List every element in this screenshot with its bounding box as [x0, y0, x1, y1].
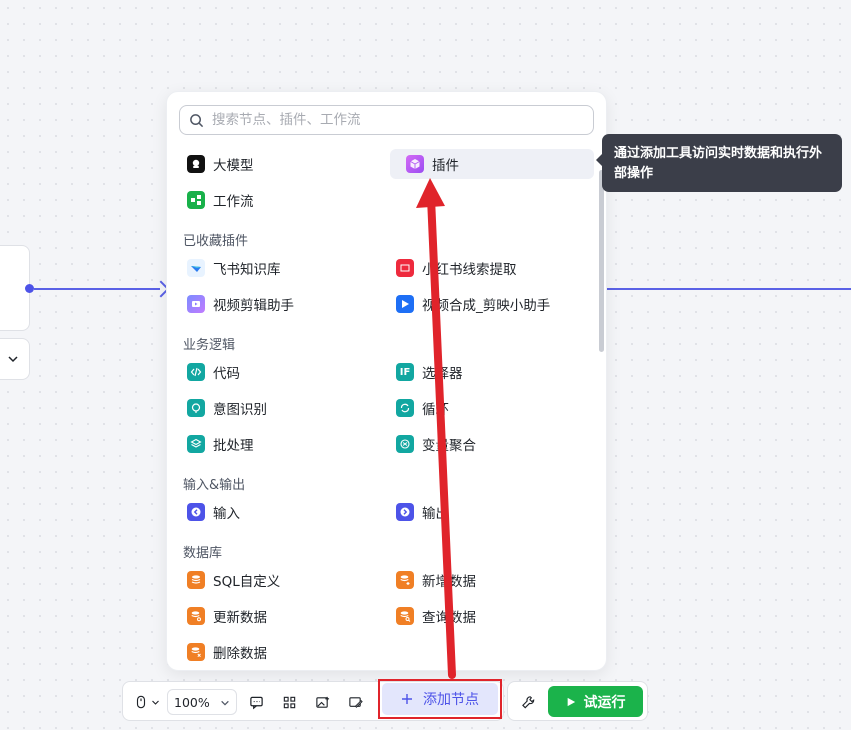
jianying-icon — [396, 295, 414, 313]
plugin-tooltip: 通过添加工具访问实时数据和执行外部操作 — [596, 134, 842, 192]
run-toolbar: 试运行 — [507, 681, 648, 721]
scrollbar[interactable] — [599, 170, 604, 352]
db-update-icon — [187, 607, 205, 625]
node-item-output[interactable]: 输出 — [380, 497, 590, 527]
plus-icon — [402, 694, 412, 704]
add-node-label: 添加节点 — [423, 692, 479, 708]
code-icon — [187, 363, 205, 381]
wrench-icon — [521, 695, 534, 708]
intent-icon — [187, 399, 205, 417]
search-input[interactable] — [212, 112, 582, 128]
plugin-cube-icon — [406, 155, 424, 173]
node-item-label: 循环 — [422, 402, 449, 418]
if-icon: IF — [396, 363, 414, 381]
node-item-loop[interactable]: 循环 — [380, 393, 590, 423]
node-item-label: 大模型 — [213, 158, 254, 174]
node-item-label: 工作流 — [213, 194, 254, 210]
node-item-label: 更新数据 — [213, 610, 267, 626]
interaction-mode-button[interactable] — [131, 693, 163, 711]
node-item-label: 飞书知识库 — [213, 262, 281, 278]
video-edit-icon — [187, 295, 205, 313]
node-item-label: 视频合成_剪映小助手 — [422, 298, 551, 314]
batch-icon — [187, 435, 205, 453]
grid-layout-icon — [283, 696, 295, 708]
node-item-db-update[interactable]: 更新数据 — [171, 601, 371, 631]
node-item-db-delete[interactable]: 删除数据 — [171, 637, 371, 667]
add-node-highlight: 添加节点 — [378, 679, 502, 719]
node-item-code[interactable]: 代码 — [171, 357, 371, 387]
node-item-label: 输入 — [213, 506, 240, 522]
input-icon — [187, 503, 205, 521]
db-query-icon — [396, 607, 414, 625]
search-box[interactable] — [179, 105, 594, 135]
db-add-icon — [396, 571, 414, 589]
section-title-favorites: 已收藏插件 — [183, 234, 249, 249]
db-delete-icon — [187, 643, 205, 661]
llm-icon — [187, 155, 205, 173]
node-item-label: 代码 — [213, 366, 240, 382]
settings-button[interactable] — [517, 692, 539, 712]
chevron-down-icon — [152, 700, 159, 705]
node-item-feishu[interactable]: 飞书知识库 — [171, 253, 371, 283]
mouse-icon — [136, 695, 146, 709]
node-item-label: 新增数据 — [422, 574, 476, 590]
add-node-panel: 大模型 插件 工作流 已收藏插件 飞书知识库 小红书线索提取 视频剪辑助手 — [166, 91, 607, 671]
node-item-label: 选择器 — [422, 366, 463, 382]
node-item-workflow[interactable]: 工作流 — [171, 185, 371, 215]
node-item-label: 输出 — [422, 506, 449, 522]
node-item-db-add[interactable]: 新增数据 — [380, 565, 590, 595]
node-item-label: 小红书线索提取 — [422, 262, 517, 278]
chevron-down-icon — [8, 356, 18, 363]
node-item-label: 插件 — [432, 158, 459, 174]
sql-icon — [187, 571, 205, 589]
node-item-sql[interactable]: SQL自定义 — [171, 565, 371, 595]
search-icon — [190, 113, 204, 127]
node-item-jianying[interactable]: 视频合成_剪映小助手 — [380, 289, 590, 319]
node-item-variable-merge[interactable]: 变量聚合 — [380, 429, 590, 459]
loop-icon — [396, 399, 414, 417]
play-icon — [567, 697, 575, 706]
output-icon — [396, 503, 414, 521]
node-dropdown[interactable] — [0, 338, 30, 380]
node-item-video-edit[interactable]: 视频剪辑助手 — [171, 289, 371, 319]
node-item-label: 查询数据 — [422, 610, 476, 626]
test-run-button[interactable]: 试运行 — [548, 686, 643, 717]
zoom-select[interactable]: 100% — [167, 689, 237, 715]
node-output-port[interactable] — [25, 284, 34, 293]
node-item-db-query[interactable]: 查询数据 — [380, 601, 590, 631]
section-title-logic: 业务逻辑 — [183, 338, 236, 353]
add-node-button[interactable]: 添加节点 — [382, 683, 498, 715]
node-item-input[interactable]: 输入 — [171, 497, 371, 527]
layout-button[interactable] — [278, 692, 300, 712]
node-item-intent[interactable]: 意图识别 — [171, 393, 371, 423]
connection-edge — [34, 288, 160, 290]
node-item-label: 删除数据 — [213, 646, 267, 662]
comment-button[interactable] — [245, 692, 267, 712]
xiaohongshu-icon — [396, 259, 414, 277]
chevron-down-icon — [221, 700, 229, 706]
connection-edge-right — [606, 288, 851, 290]
section-title-database: 数据库 — [183, 546, 223, 561]
comment-icon — [249, 696, 263, 709]
feishu-icon — [187, 259, 205, 277]
node-item-selector[interactable]: IF 选择器 — [380, 357, 590, 387]
zoom-value: 100% — [174, 694, 210, 710]
node-item-xiaohongshu[interactable]: 小红书线索提取 — [380, 253, 590, 283]
node-item-llm[interactable]: 大模型 — [171, 149, 371, 179]
node-item-label: SQL自定义 — [213, 574, 281, 590]
note-button[interactable] — [344, 692, 366, 712]
node-item-plugin[interactable]: 插件 — [390, 149, 594, 179]
edit-note-icon — [348, 696, 363, 708]
node-item-label: 变量聚合 — [422, 438, 476, 454]
node-item-batch[interactable]: 批处理 — [171, 429, 371, 459]
test-run-label: 试运行 — [583, 694, 626, 711]
image-icon — [315, 696, 329, 708]
variable-merge-icon — [396, 435, 414, 453]
node-item-label: 意图识别 — [213, 402, 267, 418]
workflow-icon — [187, 191, 205, 209]
section-title-io: 输入&输出 — [183, 478, 246, 493]
minimap-button[interactable] — [311, 692, 333, 712]
node-item-label: 批处理 — [213, 438, 254, 454]
node-item-label: 视频剪辑助手 — [213, 298, 294, 314]
